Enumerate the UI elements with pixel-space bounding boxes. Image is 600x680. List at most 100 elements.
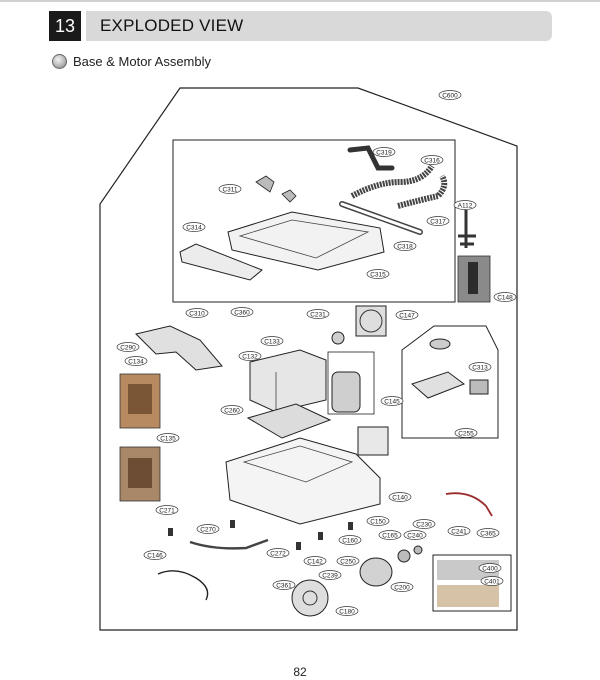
callout-text: A112 [458, 202, 473, 209]
callout-text: C240 [407, 532, 423, 539]
callout-c313: C313 [468, 362, 492, 372]
callout-text: C160 [342, 537, 358, 544]
page-number: 82 [293, 665, 307, 679]
callout-c311: C311 [218, 184, 242, 194]
callout-c365: C365 [476, 528, 500, 538]
photo-inset-c135-detail [128, 458, 152, 488]
callout-c255: C255 [454, 428, 478, 438]
callout-bubble [366, 516, 390, 526]
callout-bubble [218, 184, 242, 194]
callout-text: C361 [276, 582, 292, 589]
valve-a112 [458, 210, 476, 248]
callout-text: C319 [376, 149, 392, 156]
callout-text: C165 [382, 532, 398, 539]
callout-text: C271 [159, 507, 175, 514]
callout-text: C150 [370, 518, 386, 525]
callout-bubble [393, 241, 417, 251]
callout-bubble [238, 351, 262, 361]
callout-text: C255 [458, 430, 474, 437]
fan-c147 [355, 305, 387, 337]
callout-c133: C133 [260, 336, 284, 346]
callout-bubble [124, 356, 148, 366]
part-labels: C600C319C316C311A112C317C314C318C315C148… [116, 90, 517, 616]
callout-c316: C316 [420, 155, 444, 165]
heater-c132 [249, 349, 327, 413]
base-c140-inner [242, 445, 354, 483]
callout-c135: C135 [156, 433, 180, 443]
callout-bubble [476, 528, 500, 538]
duct-c290 [135, 325, 223, 371]
plate-c260 [246, 403, 332, 439]
wire-c365 [445, 492, 493, 517]
callout-c165: C165 [378, 530, 402, 540]
screw-3 [296, 542, 301, 550]
callout-c160: C160 [338, 535, 362, 545]
callout-bubble [468, 362, 492, 372]
callout-c145: C145 [380, 396, 404, 406]
callout-text: C272 [270, 550, 286, 557]
gear-c240 [397, 549, 411, 563]
callout-c147: C147 [395, 310, 419, 320]
clips-c311 [255, 175, 297, 203]
hose-c317 [397, 174, 448, 209]
callout-c319: C319 [372, 147, 396, 157]
callout-bubble [306, 309, 330, 319]
callout-c400: C400 [478, 563, 502, 573]
callout-bubble [412, 519, 436, 529]
screw-1 [230, 520, 235, 528]
part-c255-top [429, 338, 451, 350]
callout-c230: C230 [412, 519, 436, 529]
callout-bubble [272, 580, 296, 590]
callout-c132: C132 [238, 351, 262, 361]
callout-c317: C317 [426, 216, 450, 226]
top-rule [0, 0, 600, 2]
gear-c230 [413, 545, 423, 555]
callout-bubble [403, 530, 427, 540]
fan-wheel-c361 [291, 579, 329, 617]
screw-4 [168, 528, 173, 536]
callout-bubble [366, 269, 390, 279]
callout-c290: C290 [116, 342, 140, 352]
hose-c316 [350, 164, 435, 199]
part-c313 [469, 379, 489, 395]
callout-c361: C361 [272, 580, 296, 590]
callout-text: C318 [397, 243, 413, 250]
callout-c318: C318 [393, 241, 417, 251]
callout-bubble [143, 550, 167, 560]
subheading-text: Base & Motor Assembly [73, 54, 211, 69]
callout-c231: C231 [306, 309, 330, 319]
photo-inset-c401 [437, 585, 499, 607]
callout-c600: C600 [438, 90, 462, 100]
callout-c200: C200 [390, 582, 414, 592]
callout-text: C311 [222, 186, 237, 193]
callout-text: C180 [339, 608, 355, 615]
right-subassembly-box [401, 325, 499, 439]
callout-bubble [116, 342, 140, 352]
callout-bubble [493, 292, 517, 302]
callout-bubble [220, 405, 244, 415]
callout-bubble [156, 433, 180, 443]
screw-5 [348, 522, 353, 530]
section-number: 13 [54, 15, 76, 36]
pipe-c318-inner [340, 202, 422, 234]
callout-bubble [390, 582, 414, 592]
callout-bubble [447, 526, 471, 536]
callout-text: C135 [160, 435, 176, 442]
callout-a112: A112 [453, 200, 477, 210]
callout-text: C132 [242, 353, 258, 360]
callout-bubble [260, 336, 284, 346]
callout-bubble [420, 155, 444, 165]
callout-bubble [388, 492, 412, 502]
callout-text: C146 [147, 552, 163, 559]
frame-c315-inner [238, 219, 370, 259]
screws [168, 520, 353, 550]
callout-c140: C140 [388, 492, 412, 502]
section-title: EXPLODED VIEW [100, 16, 244, 35]
callout-c180: C180 [335, 606, 359, 616]
callout-text: C134 [128, 358, 144, 365]
callout-text: C317 [430, 218, 446, 225]
compressor-frame [327, 351, 375, 415]
callout-bubble [454, 428, 478, 438]
callout-text: C400 [482, 565, 498, 572]
callout-text: C260 [224, 407, 240, 414]
